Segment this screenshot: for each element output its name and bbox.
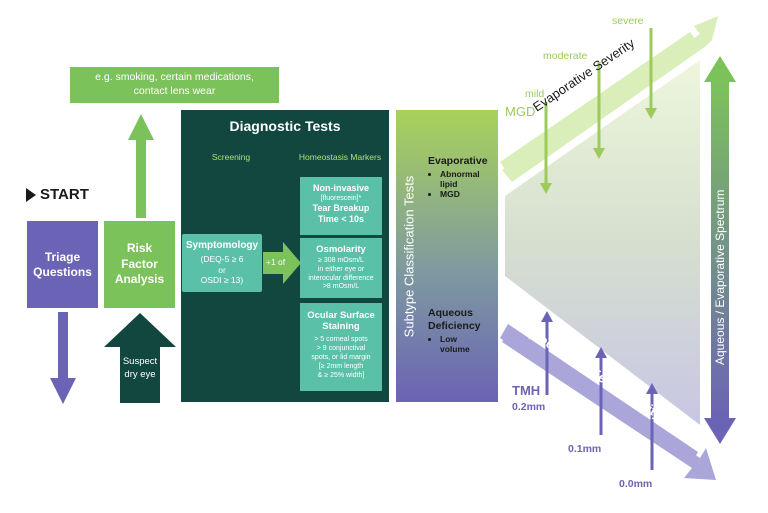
screening-heading: Screening (211, 152, 251, 162)
tmh-label: TMH (512, 383, 541, 398)
risk-up-arrow-icon (128, 114, 154, 218)
suspect-dry-eye-arrow-icon (104, 313, 176, 403)
severity-wedge (505, 60, 700, 425)
start-label: START (26, 186, 89, 203)
ocular-surface-staining-box: Ocular Surface Staining > 5 corneal spot… (300, 303, 382, 391)
risk-factor-box: Risk Factor Analysis (104, 221, 175, 308)
plus-one-label: +1 of (266, 257, 286, 267)
suspect-dry-eye-label: Suspect dry eye (122, 356, 158, 380)
tmh-01-label: 0.1mm (568, 443, 602, 455)
risk-examples-box: e.g. smoking, certain medications, conta… (70, 67, 279, 103)
start-triangle-icon (26, 187, 36, 202)
tmh-02-label: 0.2mm (512, 401, 546, 413)
subtype-classification-panel (396, 110, 498, 402)
mgd-moderate-label: moderate (543, 50, 588, 62)
diagnostic-tests-title: Diagnostic Tests (229, 118, 341, 134)
triage-questions-box: Triage Questions (27, 221, 98, 308)
tmh-00-label: 0.0mm (619, 478, 653, 490)
mgd-severe-label: severe (612, 15, 644, 27)
aqueous-deficiency-block: Aqueous Deficiency Low volume (428, 307, 481, 355)
triage-down-arrow-icon (50, 312, 76, 404)
evaporative-block: Evaporative Abnormal lipid MGD (428, 155, 488, 199)
homeostasis-markers-heading: Homeostasis Markers (298, 152, 382, 162)
plus-one-arrow-icon (263, 242, 301, 284)
spectrum-arrow-icon (711, 80, 729, 420)
mgd-mild-label: mild (525, 88, 545, 100)
niftbut-box: Non-invasive [fluorescein]* Tear Breakup… (300, 177, 382, 235)
symptomology-box: Symptomology (DEQ-5 ≥ 6 or OSDI ≥ 13) (182, 234, 262, 292)
osmolarity-box: Osmolarity ≥ 308 mOsm/L in either eye or… (300, 238, 382, 298)
spectrum-label: Aqueous / Evaporative Spectrum (713, 189, 727, 365)
mgd-label: MGD (505, 104, 536, 119)
